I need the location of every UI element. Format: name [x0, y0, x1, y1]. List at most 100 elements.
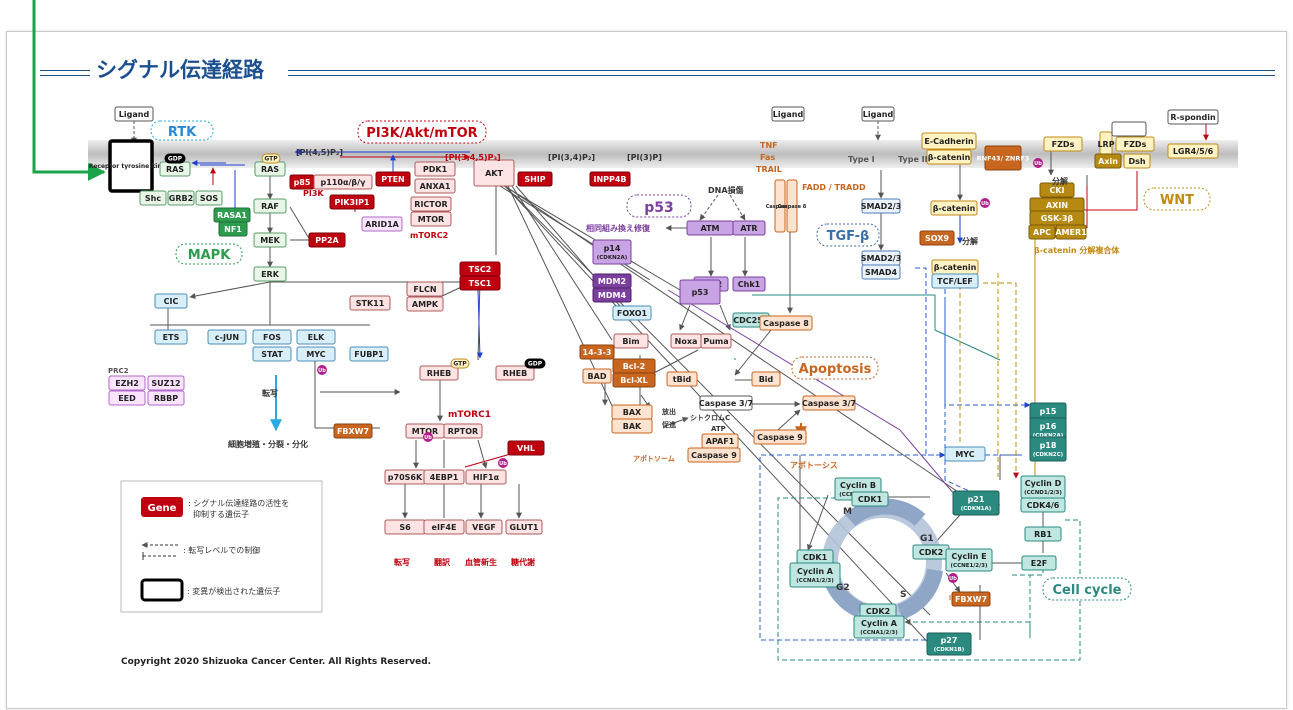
mdm4: MDM4: [592, 287, 632, 303]
myc2-label: MYC: [955, 450, 974, 459]
casp37b-box: [802, 395, 856, 411]
vegf: VEGF: [465, 519, 503, 535]
dsh-label: Dsh: [1128, 157, 1145, 166]
pten: PTEN: [375, 171, 411, 187]
cdk2-a-label: CDK2: [919, 548, 943, 557]
ecad: E-Cadherin: [921, 132, 977, 150]
vhl-box: [507, 440, 545, 456]
bcat-2: β-catenin: [930, 200, 978, 216]
casp37b-label: Caspase 3/7: [802, 399, 856, 408]
type1-label: Type I: [848, 155, 875, 164]
destruction-label: β-catenin 分解複合体: [1034, 245, 1120, 255]
rptor-label: RPTOR: [448, 427, 478, 436]
casp9a: Caspase 9: [687, 447, 741, 463]
rspondin-label: R-spondin: [1170, 113, 1216, 122]
mdm4-box: [592, 287, 632, 303]
wnt-box: [1111, 121, 1147, 137]
eed: EED: [108, 390, 146, 406]
vhl-label: VHL: [517, 444, 535, 453]
s6: S6: [384, 519, 426, 535]
bak-box: [611, 418, 653, 434]
fubp1-box: [349, 346, 389, 362]
pik3ip1: PIK3IP1: [329, 194, 375, 210]
tcf-box: [931, 273, 979, 289]
casp8v-2-label: Caspase 8: [778, 204, 807, 210]
amer1-box: [1055, 224, 1087, 240]
cyclina-2-sublabel: (CCNA1/2/3): [860, 630, 898, 636]
ras-2: RAS: [254, 161, 286, 177]
bim-box: [613, 333, 649, 349]
out-glyco: 糖代謝: [511, 557, 535, 567]
grb2: GRB2: [167, 190, 195, 206]
mtor-c1-label: MTOR: [412, 427, 438, 436]
dsh-box: [1123, 153, 1151, 169]
p21-box: [952, 490, 1000, 516]
apoptosis-jp-label: アポトーシス: [790, 460, 838, 470]
pp2a: PP2A: [308, 232, 346, 248]
p110-box: [313, 174, 373, 190]
rptor: RPTOR: [443, 423, 483, 439]
casp8v-1-label: Caspase 8: [766, 204, 795, 210]
bcat-1-label: β-catenin: [928, 153, 971, 162]
bad-label: BAD: [588, 372, 607, 381]
fas-label: Fas: [760, 153, 775, 162]
proliferation-label: 細胞増殖・分裂・分化: [228, 439, 308, 449]
out-transcription: 転写: [394, 557, 410, 567]
legend-gene-desc-1: : シグナル伝達経路の活性を: [188, 498, 289, 508]
bak-label: BAK: [623, 422, 642, 431]
wnt-label: WNT: [1160, 193, 1194, 208]
ets: ETS: [154, 329, 188, 345]
ras-1: RAS: [159, 161, 191, 177]
p70s6k: p70S6K: [384, 469, 426, 485]
lgr-label: LGR4/5/6: [1173, 147, 1214, 156]
axin-label: AXIN: [1046, 201, 1068, 210]
pp2a-box: [308, 232, 346, 248]
ubiquitin-badge-1: [317, 365, 327, 375]
fbxw7-b: FBXW7: [951, 591, 991, 607]
bid-box: [751, 371, 781, 387]
ligand-rtk: Ligand: [114, 106, 154, 122]
p16-sublabel: (CDKN2A): [1033, 433, 1064, 439]
release-label: 放出: [661, 407, 676, 416]
p110-label: p110α/β/γ: [321, 178, 366, 187]
cyclina-1-label: Cyclin A: [797, 567, 834, 576]
puma-box: [700, 333, 732, 349]
casp8v-1-box: [774, 179, 786, 233]
legend-mutated-box: [140, 578, 184, 602]
glut1: GLUT1: [505, 519, 543, 535]
smad23-b: SMAD2/3: [861, 250, 901, 266]
apoptosis-label-frame: [791, 356, 879, 380]
mtor-c2-box: [410, 211, 452, 227]
ubiquitin-badge-label-1: Ub: [318, 368, 326, 374]
hif1a: HIF1α: [465, 469, 507, 485]
ras-1-label: RAS: [166, 165, 184, 174]
mek-box: [253, 232, 287, 248]
ubiquitin-badge-label-3: Ub: [499, 461, 507, 467]
gtp-2: GTP: [450, 358, 470, 369]
degrade1-label: 分解: [962, 236, 978, 246]
cyclind-sublabel: (CCND1/2/3): [1024, 490, 1062, 496]
mapk-label-frame: [175, 243, 243, 265]
apoptosome-label: アポトソーム: [633, 454, 675, 463]
pi3k-label: PI3K/Akt/mTOR: [366, 126, 477, 141]
rictor: RICTOR: [410, 196, 452, 212]
p53: p53: [679, 279, 721, 305]
mdm2-label: MDM2: [598, 277, 626, 286]
gtp-2-box: [450, 358, 470, 369]
rnf43-label: RNF43/ ZNRF3: [977, 154, 1030, 162]
type2-label: Type II: [898, 155, 928, 164]
s6-label: S6: [399, 523, 411, 532]
out-translation: 翻訳: [434, 557, 451, 567]
casp9b: Caspase 9: [753, 429, 807, 445]
wnt: [1111, 121, 1147, 137]
pdk1: PDK1: [414, 161, 456, 177]
casp9b-box: [753, 429, 807, 445]
4ebp1: 4EBP1: [423, 469, 465, 485]
gtp-2-label: GTP: [453, 361, 467, 368]
axin-small-box: [1094, 153, 1122, 169]
bax-label: BAX: [623, 408, 642, 417]
elk-label: ELK: [308, 333, 326, 342]
cyclind-label: Cyclin D: [1025, 479, 1062, 488]
out-angio: 血管新生: [465, 557, 497, 567]
tgfb-label-frame: [816, 223, 880, 247]
